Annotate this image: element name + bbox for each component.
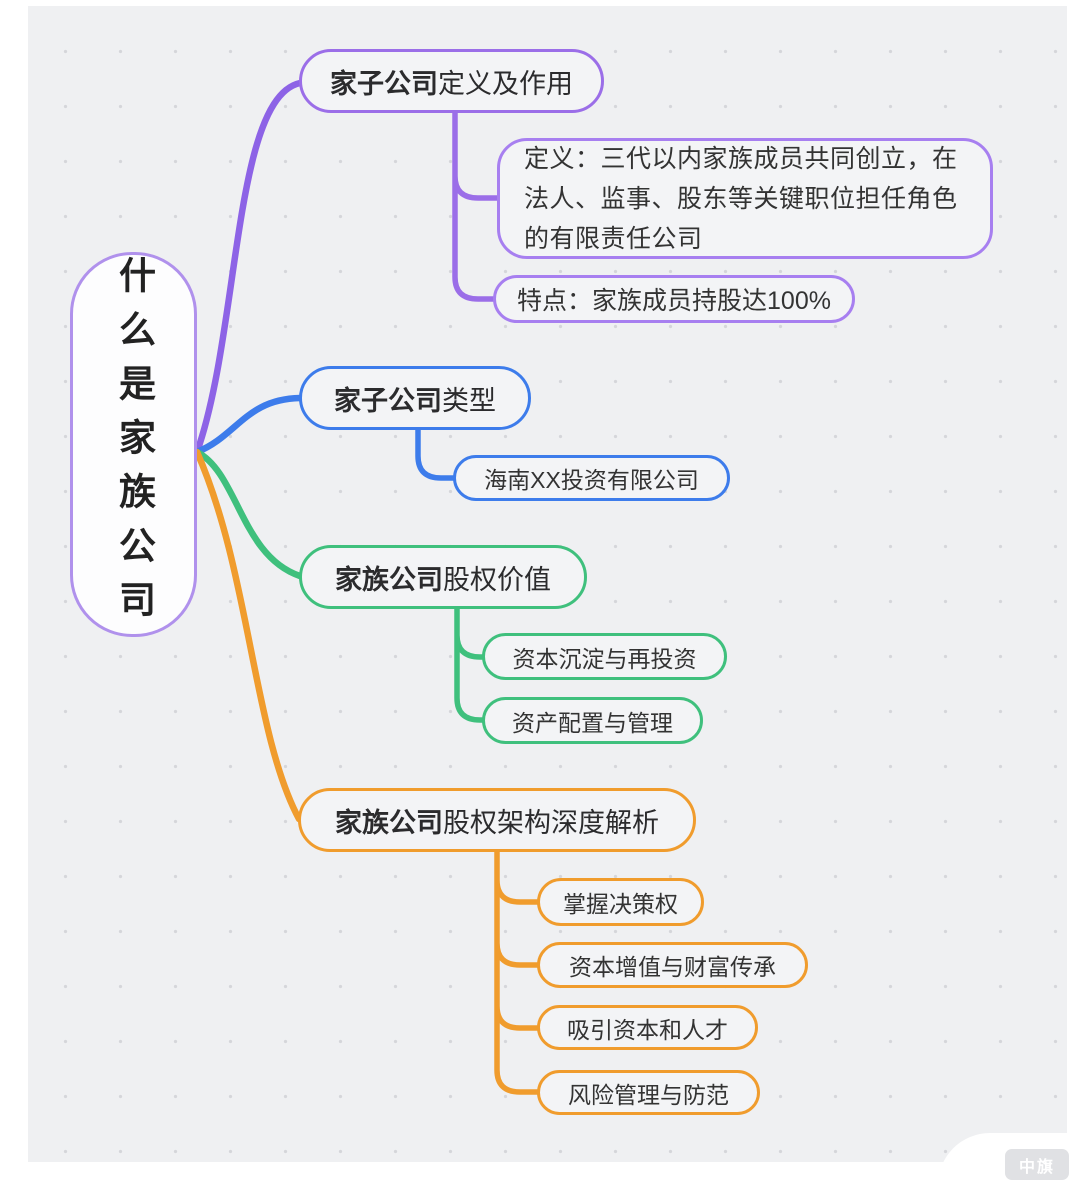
equity-value-child-2[interactable]: 资产配置与管理 <box>482 697 703 744</box>
structure-child-1-label: 掌握决策权 <box>563 891 678 917</box>
topic-type-label-bold: 家子公司 <box>334 385 442 416</box>
equity-value-child-1-label: 资本沉淀与再投资 <box>512 645 697 672</box>
equity-value-child-1[interactable]: 资本沉淀与再投资 <box>482 633 727 680</box>
root-node-label: 什么是家族公司 <box>113 255 155 634</box>
structure-child-2-label: 资本增值与财富传承 <box>569 954 776 980</box>
topic-definition-label-bold: 家子公司 <box>330 68 438 99</box>
structure-children-connector <box>494 849 540 1095</box>
definition-detail-label: 定义：三代以内家族成员共同创立，在法人、监事、股东等关键职位担任角色的有限责任公… <box>524 144 958 253</box>
branch-type-connector <box>193 394 304 456</box>
topic-type-label-rest: 类型 <box>442 385 496 416</box>
structure-child-3-label: 吸引资本和人才 <box>567 1016 728 1043</box>
feature-detail-node[interactable]: 特点：家族成员持股达100% <box>493 275 855 323</box>
definition-detail-node[interactable]: 定义：三代以内家族成员共同创立，在法人、监事、股东等关键职位担任角色的有限责任公… <box>497 138 993 259</box>
topic-definition-label-rest: 定义及作用 <box>438 68 573 99</box>
topic-equity-value-label-rest: 股权价值 <box>443 564 551 595</box>
equity-value-child-2-label: 资产配置与管理 <box>512 709 673 736</box>
structure-child-4-label: 风险管理与防范 <box>568 1081 729 1108</box>
type-children-connector <box>415 427 456 481</box>
topic-structure-label-bold: 家族公司 <box>335 807 443 838</box>
structure-child-1[interactable]: 掌握决策权 <box>537 878 704 926</box>
root-node[interactable]: 什么是家族公司 <box>70 252 197 637</box>
topic-structure-label-rest: 股权架构深度解析 <box>443 807 659 838</box>
watermark-label: 中旗 <box>1018 1158 1055 1176</box>
watermark-badge: 中旗 <box>1005 1149 1069 1180</box>
branch-structure-connector <box>193 448 303 823</box>
topic-type-node[interactable]: 家子公司类型 <box>299 366 531 430</box>
branch-definition-connector <box>193 79 304 456</box>
feature-detail-label: 特点：家族成员持股达100% <box>517 287 831 315</box>
structure-child-2[interactable]: 资本增值与财富传承 <box>537 942 808 988</box>
type-example-node[interactable]: 海南XX投资有限公司 <box>453 455 730 501</box>
branch-equity-value-connector <box>193 448 304 580</box>
equity-value-children-connector <box>454 606 485 723</box>
definition-children-connector <box>452 109 500 302</box>
topic-equity-value-label-bold: 家族公司 <box>335 564 443 595</box>
topic-structure-node[interactable]: 家族公司股权架构深度解析 <box>298 788 696 852</box>
type-example-label: 海南XX投资有限公司 <box>484 467 699 493</box>
structure-child-3[interactable]: 吸引资本和人才 <box>537 1005 758 1050</box>
topic-equity-value-node[interactable]: 家族公司股权价值 <box>299 545 587 609</box>
structure-child-4[interactable]: 风险管理与防范 <box>537 1070 760 1115</box>
topic-definition-node[interactable]: 家子公司定义及作用 <box>299 49 604 113</box>
